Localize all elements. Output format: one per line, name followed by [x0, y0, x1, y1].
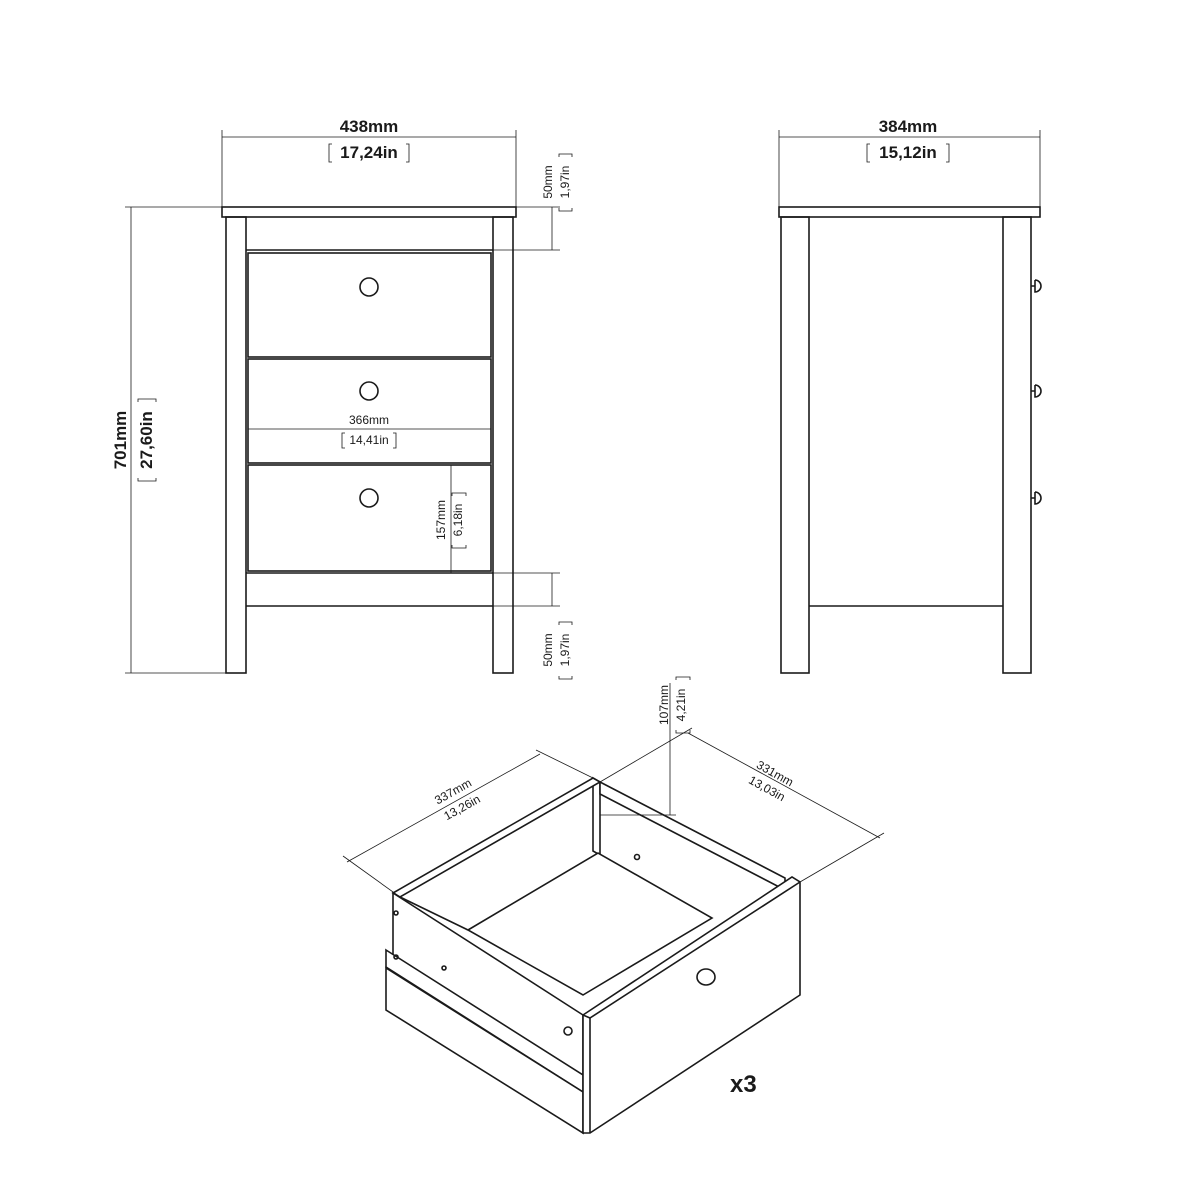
- drawer-quantity: x3: [730, 1071, 757, 1098]
- svg-text:1,97in: 1,97in: [558, 166, 572, 199]
- knob-icon: [1031, 384, 1042, 398]
- svg-text:157mm: 157mm: [434, 500, 448, 540]
- svg-text:14,41in: 14,41in: [349, 433, 388, 447]
- svg-text:50mm: 50mm: [541, 165, 555, 198]
- side-depth-dimension: 384mm 15,12in: [778, 117, 1041, 207]
- svg-text:1,97in: 1,97in: [558, 634, 572, 667]
- svg-text:366mm: 366mm: [349, 413, 389, 427]
- drawer-front-3: [247, 464, 492, 572]
- knob-icon: [1031, 279, 1042, 293]
- front-width-dimension: 438mm 17,24in: [221, 117, 517, 207]
- svg-text:107mm: 107mm: [657, 685, 671, 725]
- knob-icon: [1031, 491, 1042, 505]
- knob-icon: [696, 968, 716, 986]
- svg-text:17,24in: 17,24in: [340, 143, 398, 162]
- drawer-isometric: [385, 776, 801, 1135]
- svg-text:4,21in: 4,21in: [674, 689, 688, 722]
- svg-text:6,18in: 6,18in: [451, 504, 465, 537]
- svg-text:50mm: 50mm: [541, 633, 555, 666]
- svg-text:438mm: 438mm: [340, 117, 399, 136]
- front-height-dimension: 701mm 27,60in: [111, 206, 226, 674]
- front-view: [221, 206, 517, 674]
- svg-text:15,12in: 15,12in: [879, 143, 937, 162]
- drawer-front-2: [247, 358, 492, 464]
- svg-text:701mm: 701mm: [111, 411, 130, 470]
- knob-icon: [359, 277, 379, 297]
- knob-icon: [359, 381, 379, 401]
- knob-icon: [359, 488, 379, 508]
- drawer-height-dimension: 157mm 6,18in: [434, 465, 467, 573]
- drawer-width-dim: 337mm 13,26in: [342, 749, 594, 898]
- top-rail-dimension: 50mm 1,97in: [493, 153, 573, 251]
- svg-text:384mm: 384mm: [879, 117, 938, 136]
- drawer-width-dimension: 366mm 14,41in: [248, 413, 491, 449]
- drawer-front-1: [247, 252, 492, 358]
- side-view: [778, 206, 1042, 674]
- bottom-rail-dimension: 50mm 1,97in: [493, 572, 573, 680]
- svg-text:27,60in: 27,60in: [137, 411, 156, 469]
- drawer-height-dim: 107mm 4,21in: [600, 676, 691, 816]
